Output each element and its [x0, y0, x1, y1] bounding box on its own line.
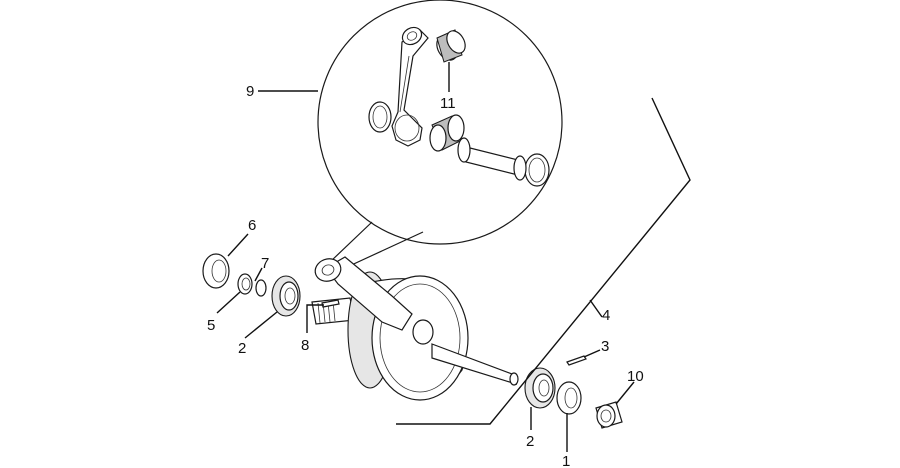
- detail-magnifier: [317, 0, 563, 269]
- crankshaft-assembly: [311, 256, 519, 401]
- main-bearing-right: [524, 367, 556, 409]
- oil-seal-right: [556, 381, 582, 415]
- callout-7: 7: [261, 255, 269, 272]
- callout-8: 8: [301, 337, 309, 354]
- crank-pin: [457, 137, 527, 181]
- leader-lines: [216, 90, 635, 452]
- flange-nut: [595, 401, 623, 429]
- connecting-rod-detail: [391, 26, 429, 147]
- callout-5: 5: [207, 317, 215, 334]
- oil-seal-left: [202, 253, 230, 289]
- callout-11: 11: [440, 95, 456, 112]
- callout-2-left: 2: [238, 340, 246, 357]
- callout-4: 4: [602, 307, 610, 324]
- main-bearing-left: [271, 275, 301, 317]
- callout-10: 10: [627, 368, 644, 385]
- callout-6: 6: [248, 217, 256, 234]
- thrust-washer-left: [368, 101, 392, 133]
- callout-3: 3: [601, 338, 609, 355]
- callout-2-right: 2: [526, 433, 534, 450]
- callout-labels: 9 11 6 7 5 2 8 4 3 10 2 1: [207, 83, 644, 468]
- callout-1: 1: [562, 453, 570, 468]
- spacer-ring: [237, 273, 253, 295]
- woodruff-key: [566, 355, 587, 366]
- small-end-needle-bearing: [436, 29, 466, 63]
- circlip: [255, 279, 267, 297]
- thrust-washer-right: [524, 153, 550, 187]
- assembly-bracket: [396, 97, 691, 425]
- callout-9: 9: [246, 83, 254, 100]
